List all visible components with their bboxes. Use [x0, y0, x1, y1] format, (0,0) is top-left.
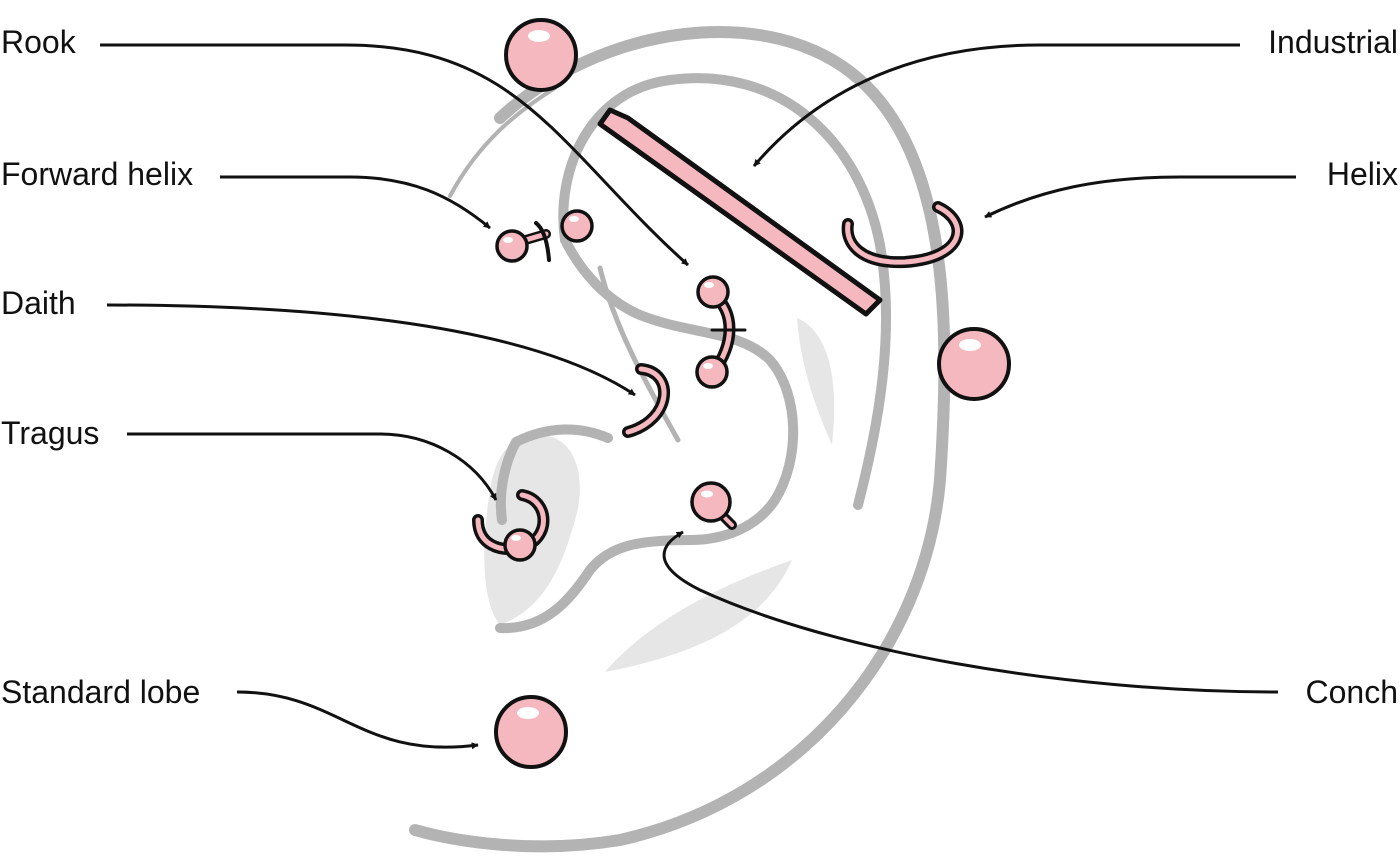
lobe-shadow [605, 560, 792, 672]
crus-fold [597, 265, 681, 443]
helix-front-rim [448, 86, 557, 198]
inner-helix-fold [558, 73, 892, 510]
label-forward-helix: Forward helix [1, 156, 194, 192]
tragus-shadow [484, 435, 580, 625]
industrial-barbell [597, 107, 883, 317]
lobe-ball [494, 695, 568, 769]
arrow-helix [984, 175, 1296, 219]
label-tragus: Tragus [1, 415, 100, 451]
leader-arrows [100, 43, 1296, 750]
jewelry [472, 18, 1011, 769]
conch-stud [690, 481, 737, 530]
label-conch: Conch [1305, 674, 1399, 710]
rook-curved-barbell [695, 275, 747, 389]
antihelix-shadow [797, 318, 835, 445]
label-daith: Daith [1, 285, 76, 321]
outer-helix-rim [409, 26, 951, 853]
label-rook: Rook [1, 24, 76, 60]
back-helix-ball [937, 327, 1011, 401]
arrow-conch [662, 530, 1279, 694]
tragus-ring [472, 489, 550, 562]
ear-shadows [484, 318, 835, 672]
forward-helix-jewelry [495, 209, 594, 263]
helix-ring [841, 201, 964, 269]
arrow-forward-helix [220, 175, 491, 230]
arrow-standard-lobe [236, 690, 479, 750]
arrow-tragus [127, 432, 498, 501]
antihelix [495, 235, 799, 634]
rook-ball [504, 18, 578, 92]
label-helix: Helix [1326, 156, 1398, 192]
arrow-rook [100, 43, 690, 267]
label-standard-lobe: Standard lobe [1, 674, 201, 710]
arrow-industrial [752, 43, 1240, 167]
arrow-daith [106, 303, 636, 397]
daith-ring [622, 363, 670, 438]
label-industrial: Industrial [1268, 24, 1398, 60]
ear-outline [409, 26, 951, 853]
tragus-edge [495, 424, 613, 525]
